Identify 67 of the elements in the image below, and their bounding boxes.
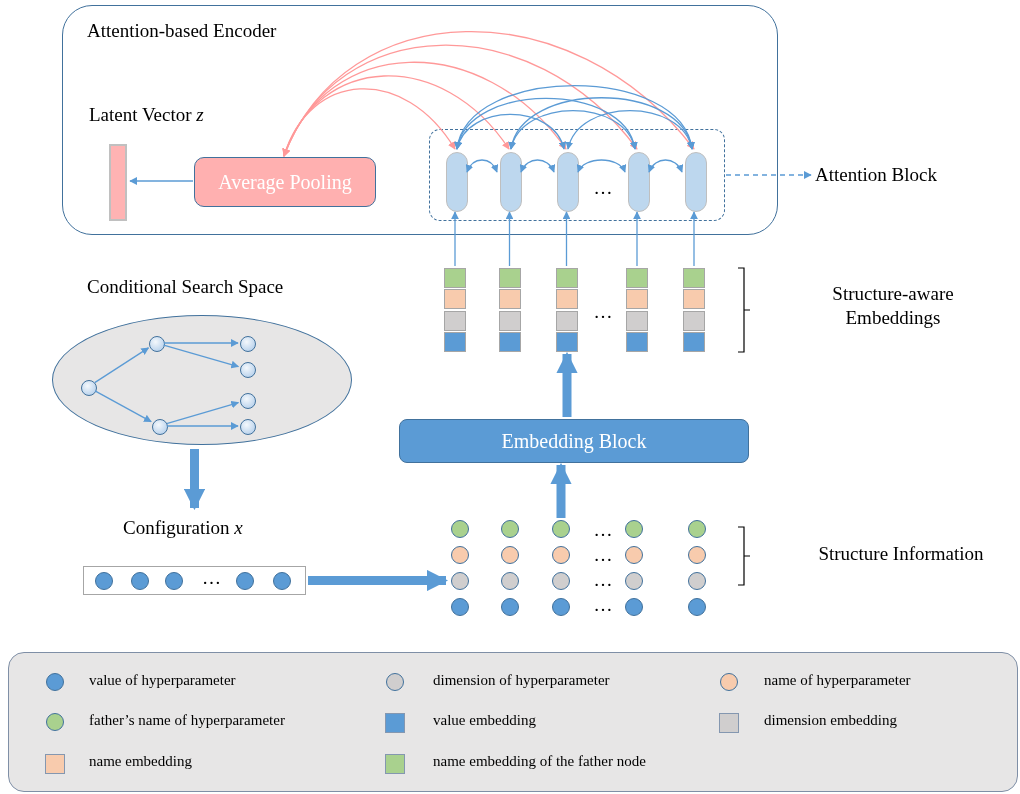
block-arrow <box>550 462 572 518</box>
box-label: Embedding Block <box>501 429 647 453</box>
token-capsule <box>685 152 707 212</box>
legend-label: father’s name of hyperparameter <box>89 712 285 729</box>
attention-block-frame <box>429 129 725 221</box>
arrow <box>633 211 641 267</box>
arrow <box>577 159 626 173</box>
arrow <box>451 211 459 267</box>
arrow <box>690 211 698 267</box>
token-capsule <box>446 152 468 212</box>
vector-label: Latent Vector z <box>89 104 204 126</box>
section-label: Structure Information <box>817 542 985 566</box>
arrow <box>725 171 812 179</box>
legend-label: dimension of hyperparameter <box>433 672 610 689</box>
graph-node-circle <box>240 362 256 378</box>
graph-node-circle <box>152 419 168 435</box>
arrow <box>562 211 571 267</box>
panel-title: Attention-based Encoder <box>87 20 277 42</box>
graph-node-circle <box>240 393 256 409</box>
block-arrow <box>183 449 206 511</box>
embedding-block <box>399 419 749 463</box>
graph-node-circle <box>149 336 165 352</box>
legend-label: value embedding <box>433 712 536 729</box>
arrow <box>509 97 694 150</box>
token-capsule <box>628 152 650 212</box>
box-label: Average Pooling <box>218 170 352 194</box>
arrow <box>466 159 498 173</box>
legend-label: value of hyperparameter <box>89 672 236 689</box>
block-arrow <box>308 569 449 592</box>
arrow <box>163 339 239 347</box>
graph-node-circle <box>240 419 256 435</box>
section-label: Structure-aware Embeddings <box>831 282 955 330</box>
legend-label: name embedding of the father node <box>433 753 646 770</box>
graph-node-circle <box>240 336 256 352</box>
section-heading: Conditional Search Space <box>87 276 284 298</box>
arrow <box>166 422 239 430</box>
token-capsule <box>557 152 579 212</box>
arrow <box>566 109 694 150</box>
arrow <box>509 109 637 150</box>
arrow <box>455 84 694 150</box>
legend-label: name embedding <box>89 753 192 770</box>
arrow <box>166 400 240 425</box>
ellipsis: … <box>592 568 614 592</box>
ellipsis: … <box>592 176 614 200</box>
graph-node-circle <box>81 380 97 396</box>
encoder-panel <box>62 5 778 235</box>
arrow <box>455 113 566 150</box>
arrow <box>648 159 683 173</box>
arrow <box>283 30 695 157</box>
block-arrow <box>556 351 578 417</box>
arrow <box>129 177 194 185</box>
legend-label: name of hyperparameter <box>764 672 911 689</box>
ellipsis: … <box>592 543 614 567</box>
arrow <box>163 344 240 369</box>
token-capsule <box>500 152 522 212</box>
ellipsis: … <box>592 593 614 617</box>
arrow <box>520 159 555 173</box>
arrow <box>94 347 150 384</box>
section-heading: Configuration x <box>123 517 243 539</box>
ellipsis: … <box>202 567 221 589</box>
ellipsis: … <box>592 518 614 542</box>
ellipsis: … <box>592 300 614 324</box>
arrow <box>505 211 514 267</box>
pooling-box <box>194 157 376 207</box>
legend-label: dimension embedding <box>764 712 897 729</box>
arrow <box>94 390 152 423</box>
block-label: Attention Block <box>815 164 937 186</box>
